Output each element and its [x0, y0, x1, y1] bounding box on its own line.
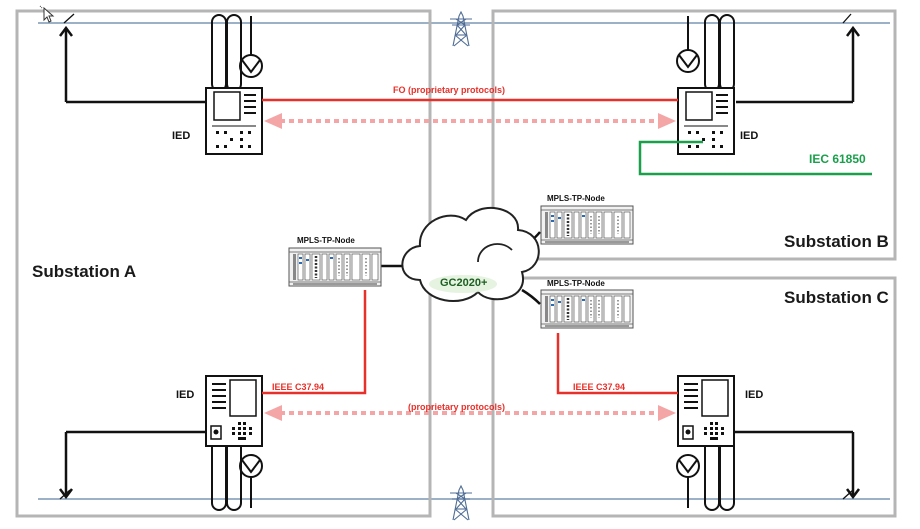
- mpls-tp-node-c[interactable]: [539, 288, 635, 330]
- substation-a-label: Substation A: [32, 262, 137, 281]
- transmission-tower-icon: [449, 11, 473, 47]
- proprietary-link-label: (proprietary protocols): [408, 402, 506, 412]
- circuit-breaker-icon: [59, 430, 206, 500]
- transmission-tower-icon: [449, 485, 473, 521]
- proprietary-protocol-link: [264, 113, 676, 129]
- ied-label: IED: [172, 130, 191, 142]
- mouse-cursor-icon: [39, 5, 55, 23]
- gc2020-cloud: [401, 206, 540, 303]
- ied-device[interactable]: [677, 87, 735, 155]
- fo-link-label: FO (proprietary protocols): [393, 85, 506, 95]
- ied-device[interactable]: [205, 375, 263, 447]
- ied-device[interactable]: [677, 375, 735, 447]
- mpls-node-label: MPLS-TP-Node: [297, 236, 355, 245]
- iec-61850-label: IEC 61850: [809, 152, 866, 166]
- mpls-node-label: MPLS-TP-Node: [547, 194, 605, 203]
- ieee-c37-94-link-right: [556, 333, 678, 395]
- gc2020-label: GC2020+: [440, 277, 488, 289]
- current-transformer-icon: [211, 14, 263, 92]
- circuit-breaker-icon: [59, 13, 206, 104]
- proprietary-protocol-link: [264, 405, 676, 421]
- circuit-breaker-icon: [736, 13, 860, 104]
- current-transformer-icon: [676, 14, 735, 92]
- mpls-tp-node-a[interactable]: [287, 246, 383, 288]
- substation-c-label: Substation C: [784, 288, 889, 307]
- ied-device[interactable]: [205, 87, 263, 155]
- substation-b-box: [491, 9, 897, 261]
- ieee-c37-94-link-left: [262, 290, 367, 395]
- ieee-label-right: IEEE C37.94: [573, 382, 626, 392]
- ied-label: IED: [745, 389, 764, 401]
- mpls-tp-node-b[interactable]: [539, 204, 635, 246]
- ied-label: IED: [176, 389, 195, 401]
- circuit-breaker-icon: [734, 430, 860, 500]
- iec-61850-bus: [638, 140, 872, 176]
- ied-label: IED: [740, 130, 759, 142]
- substation-b-label: Substation B: [784, 232, 889, 251]
- ieee-label-left: IEEE C37.94: [272, 382, 325, 392]
- substation-c-box: [491, 276, 897, 518]
- mpls-node-label: MPLS-TP-Node: [547, 279, 605, 288]
